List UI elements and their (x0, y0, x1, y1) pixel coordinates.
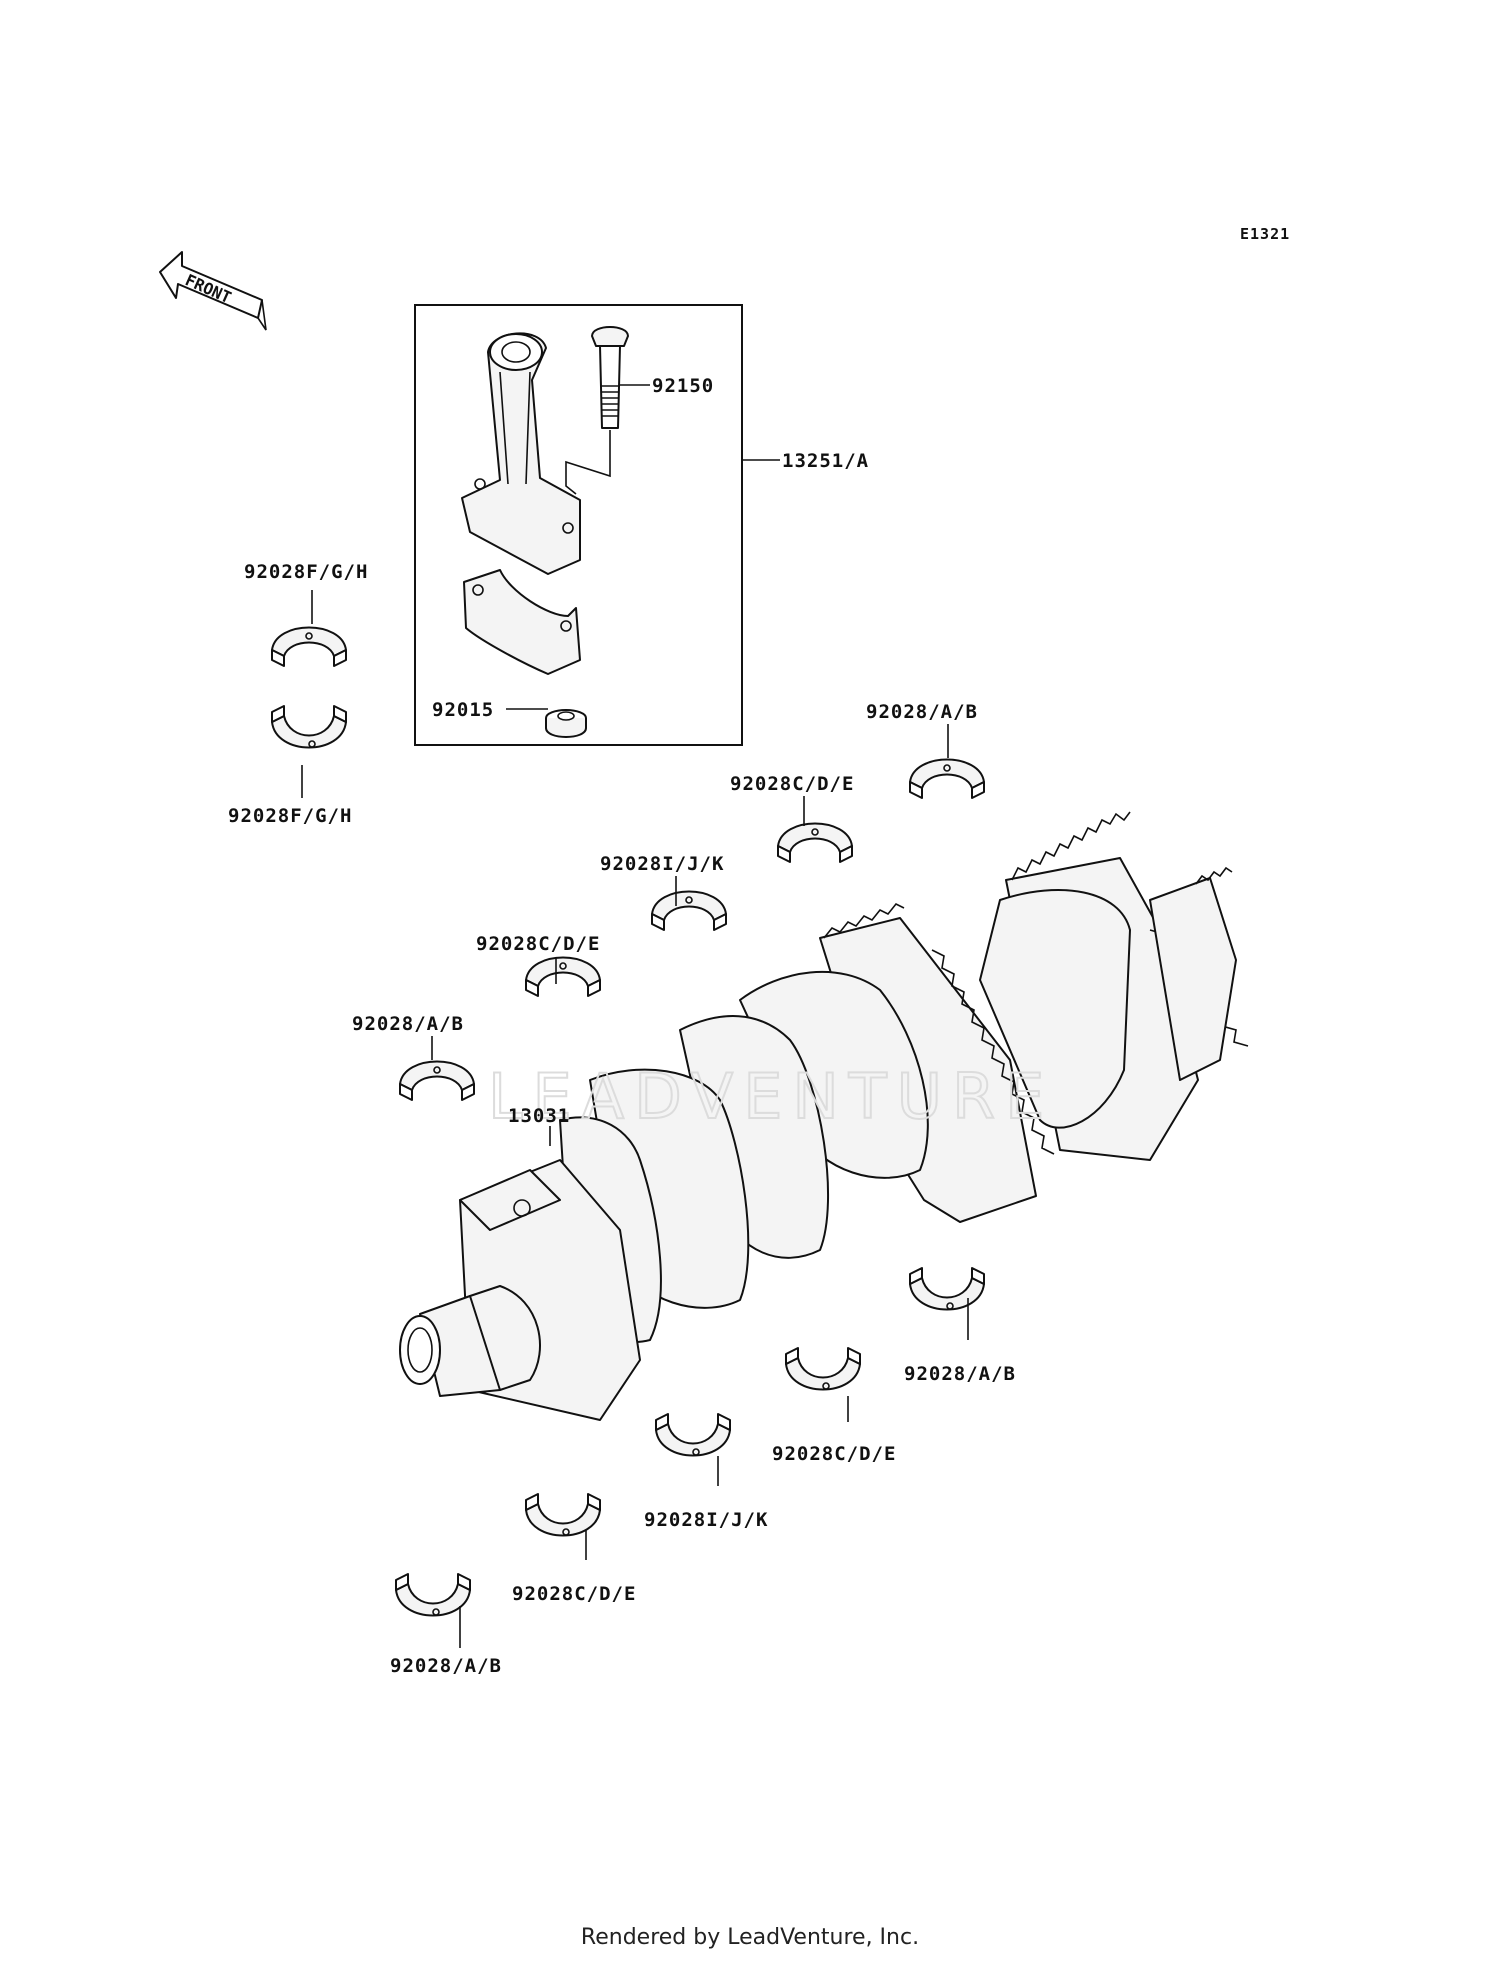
rod-bearing-upper-shell (271, 626, 347, 667)
main-bearing-upper-shell-3 (651, 890, 727, 931)
callout-main-upper-5: 92028/A/B (866, 701, 978, 723)
callout-rod-bearing-lower: 92028F/G/H (228, 805, 352, 827)
front-arrow-icon: FRONT (159, 251, 267, 331)
rod-nut (545, 709, 587, 738)
callout-crankshaft: 13031 (508, 1105, 570, 1127)
watermark: LEADVENTURE (488, 1060, 1054, 1133)
main-bearing-lower-shell-1 (395, 1573, 471, 1617)
main-bearing-upper-shell-2 (525, 956, 601, 997)
footer-credit: Rendered by LeadVenture, Inc. (581, 1925, 919, 1950)
callout-rod-bearing-upper: 92028F/G/H (244, 561, 368, 583)
callout-main-upper-1: 92028/A/B (352, 1013, 464, 1035)
rod-bearing-lower-shell (271, 705, 347, 749)
callout-main-lower-4: 92028C/D/E (772, 1443, 896, 1465)
main-bearing-upper-shell-1 (399, 1060, 475, 1101)
callout-con-rod-assy: 13251/A (782, 450, 869, 472)
main-bearing-lower-shell-3 (655, 1413, 731, 1457)
main-bearing-lower-shell-2 (525, 1493, 601, 1537)
rod-cap (463, 569, 581, 675)
rod-bolt (565, 326, 629, 495)
callout-nut: 92015 (432, 699, 494, 721)
crankshaft (399, 811, 1249, 1421)
callout-main-upper-2: 92028C/D/E (476, 933, 600, 955)
callout-main-upper-3: 92028I/J/K (600, 853, 724, 875)
main-bearing-lower-shell-5 (909, 1267, 985, 1311)
connecting-rod (461, 332, 581, 575)
main-bearing-lower-shell-4 (785, 1347, 861, 1391)
callout-main-lower-2: 92028C/D/E (512, 1583, 636, 1605)
callout-main-upper-4: 92028C/D/E (730, 773, 854, 795)
callout-bolt: 92150 (652, 375, 714, 397)
main-bearing-upper-shell-4 (777, 822, 853, 863)
callout-main-lower-1: 92028/A/B (390, 1655, 502, 1677)
callout-main-lower-3: 92028I/J/K (644, 1509, 768, 1531)
diagram-code: E1321 (1240, 225, 1290, 243)
main-bearing-upper-shell-5 (909, 758, 985, 799)
front-label: FRONT (182, 270, 234, 307)
con-rod-assembly-box (414, 304, 743, 746)
callout-main-lower-5: 92028/A/B (904, 1363, 1016, 1385)
leader-lines (301, 384, 969, 1648)
